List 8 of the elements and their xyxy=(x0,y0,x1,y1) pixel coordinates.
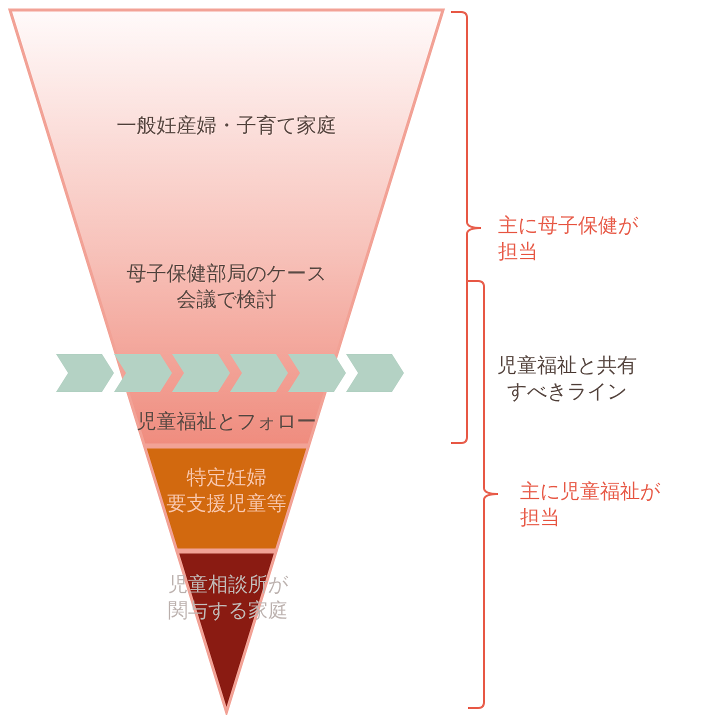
section-text: 一般妊産婦・子育て家庭 xyxy=(116,112,338,138)
side-note: 児童福祉と共有すべきライン xyxy=(496,352,638,404)
funnel-section xyxy=(8,8,445,447)
section-text: 母子保健部局のケース会議で検討 xyxy=(126,260,328,312)
section-text: 特定妊婦要支援児童等 xyxy=(166,464,286,516)
side-note: 主に母子保健が担当 xyxy=(498,212,640,264)
side-note: 主に児童福祉が担当 xyxy=(520,478,662,530)
section-text: 児童福祉とフォロー xyxy=(136,408,318,434)
